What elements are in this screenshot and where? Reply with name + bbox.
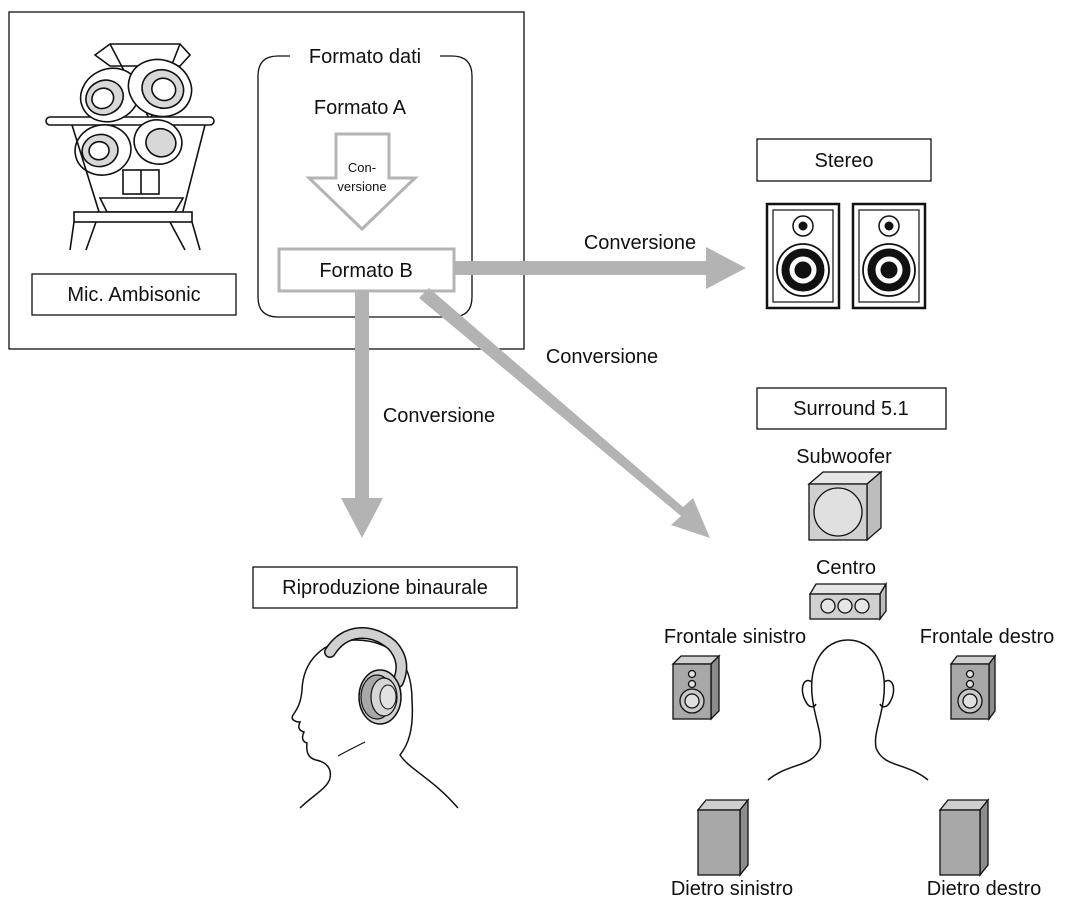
stereo-title-box: Stereo [756,138,932,182]
rear-right-label: Dietro destro [927,878,1042,900]
format-b-box: Formato B [277,247,456,293]
surround-conversion-arrow [419,288,710,538]
binaural-title-box: Riproduzione binaurale [252,566,518,609]
surround-arrow-label: Conversione [546,346,658,368]
center-label: Centro [816,557,876,579]
conversion-arrow-line2: versione [337,179,386,194]
front-right-speaker-icon [949,654,997,721]
surround-title-box: Surround 5.1 [756,387,947,430]
stereo-conversion-arrow [455,247,746,289]
bookshelf-speaker-icon [765,202,841,310]
mic-label-box: Mic. Ambisonic [31,273,237,316]
front-left-label: Frontale sinistro [664,626,806,648]
stereo-arrow-label: Conversione [584,232,696,254]
subwoofer-label: Subwoofer [796,446,892,468]
front-right-label: Frontale destro [920,626,1055,648]
binaural-title: Riproduzione binaurale [282,577,488,599]
center-speaker-icon [808,581,888,621]
binaural-arrow-label: Conversione [383,405,495,427]
data-format-title: Formato dati [309,46,421,68]
rear-left-speaker-icon [696,798,750,877]
bookshelf-speaker-icon [851,202,927,310]
format-a-label: Formato A [314,97,407,119]
subwoofer-icon [807,470,883,542]
surround-title: Surround 5.1 [793,398,909,420]
stereo-title: Stereo [815,150,874,172]
mic-label: Mic. Ambisonic [67,284,200,306]
rear-right-speaker-icon [938,798,990,877]
format-conversion-arrow: Con- versione [305,132,419,232]
format-b-label: Formato B [319,260,412,282]
front-left-speaker-icon [671,654,721,721]
listener-head-icon [767,639,929,781]
rear-left-label: Dietro sinistro [671,878,793,900]
headphones-icon [324,627,408,725]
binaural-conversion-arrow [341,290,383,538]
ambisonic-microphone-icon [45,43,215,251]
conversion-arrow-line1: Con- [348,160,376,175]
headphones-head-icon [291,627,459,809]
